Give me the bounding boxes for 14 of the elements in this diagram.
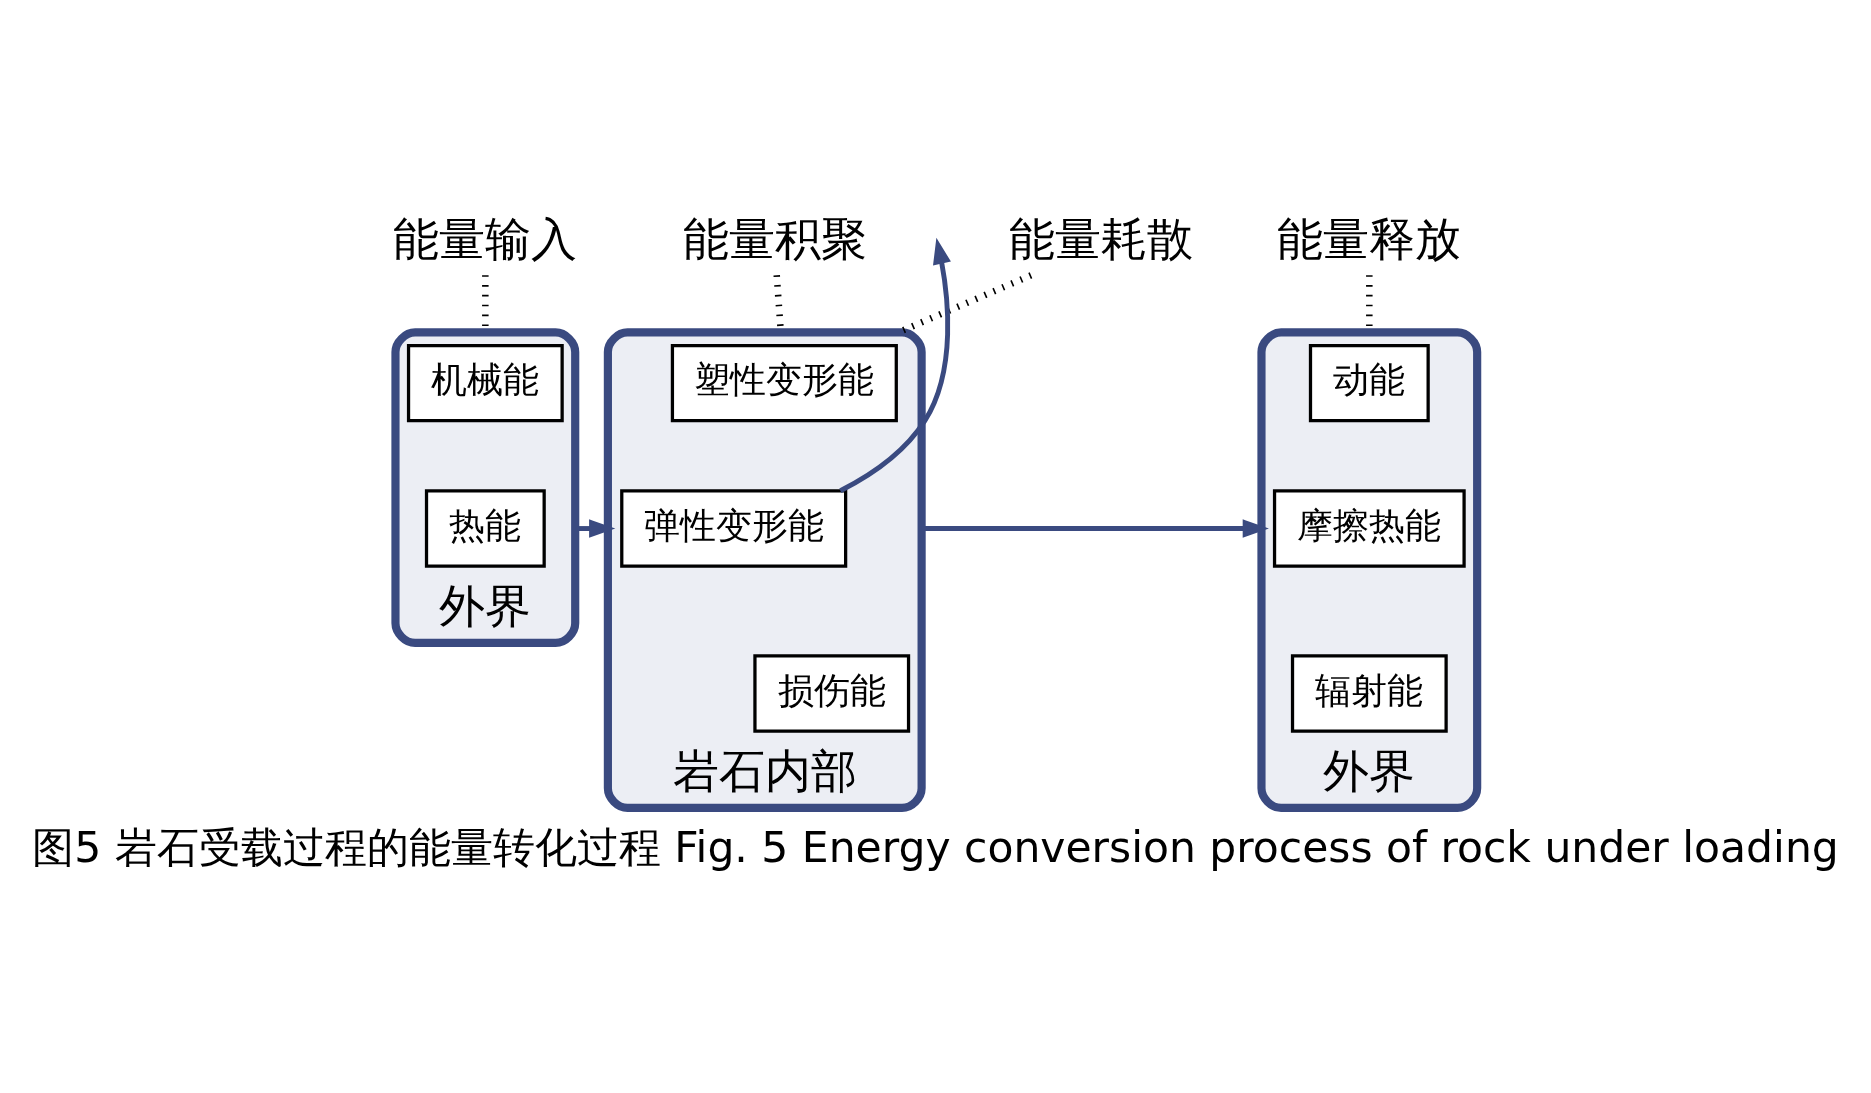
node-box: 辐射能 [1290, 654, 1448, 733]
node-box: 弹性变形能 [620, 489, 848, 568]
node-box: 摩擦热能 [1272, 489, 1466, 568]
node-box: 动能 [1308, 343, 1430, 423]
node-box: 机械能 [406, 343, 564, 423]
node-text: 能量输入 [393, 212, 578, 266]
node-text: 能量积聚 [682, 212, 867, 266]
node-box: 损伤能 [753, 654, 911, 733]
node-text: 能量释放 [1277, 212, 1462, 266]
caption: 图5 岩石受载过程的能量转化过程 Fig. 5 Energy conversion process of rock under loading [32, 822, 1839, 872]
node-box: 热能 [424, 489, 546, 568]
node-box: 塑性变形能 [670, 343, 898, 423]
arrow [839, 237, 951, 493]
node-text: 能量耗散 [1009, 212, 1194, 266]
